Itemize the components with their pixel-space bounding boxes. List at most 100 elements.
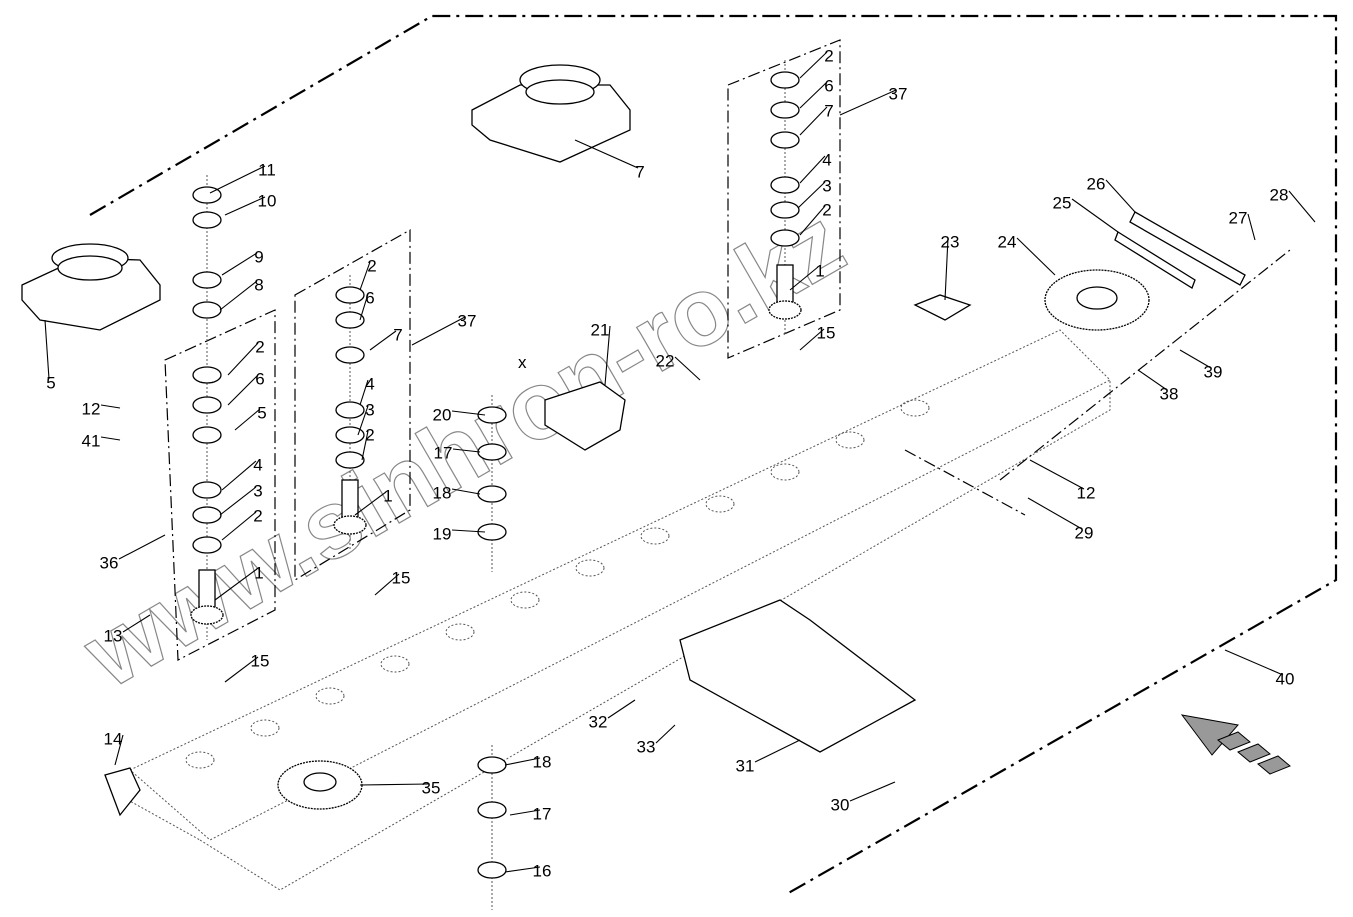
callout-25: 25: [1053, 193, 1072, 212]
callout-3: 3: [822, 176, 831, 195]
callout-39: 39: [1204, 362, 1223, 381]
callout-33: 33: [637, 737, 656, 756]
leader-line: [504, 866, 541, 873]
subassembly-37-left-boundary: [294, 228, 411, 582]
callout-5: 5: [46, 373, 55, 392]
callout-16: 16: [533, 861, 552, 880]
bearing-ring: [335, 401, 365, 419]
bearing-ring: [477, 406, 507, 424]
callout-1: 1: [815, 261, 824, 280]
subassembly-36-boundary: [164, 309, 276, 661]
leader-line: [754, 739, 801, 763]
leader-line: [674, 356, 701, 381]
leader-line: [574, 139, 639, 169]
callout-27: 27: [1229, 208, 1248, 227]
callout-4: 4: [253, 455, 262, 474]
leader-line: [799, 205, 826, 236]
callout-38: 38: [1160, 384, 1179, 403]
leader-line: [509, 809, 541, 816]
bearing-ring: [770, 131, 800, 149]
dimension-x: x: [518, 353, 527, 372]
leader-line: [789, 266, 819, 291]
callout-11: 11: [258, 160, 276, 179]
leader-line: [227, 374, 259, 406]
leader-line: [1247, 213, 1256, 241]
gear-35: [277, 760, 363, 810]
leader-line: [354, 491, 387, 516]
leader-line: [122, 614, 151, 633]
callout-3: 3: [365, 400, 374, 419]
bearing-ring: [192, 211, 222, 229]
callout-6: 6: [824, 76, 833, 95]
leader-line: [359, 261, 371, 291]
shaft: [198, 569, 216, 611]
leader-line: [797, 181, 826, 209]
bearing-ring: [192, 426, 222, 444]
mounting-hole: [445, 623, 475, 641]
leader-line: [359, 379, 369, 406]
bearing-ring: [477, 756, 507, 774]
pinion-gear: [768, 300, 802, 320]
mounting-hole: [835, 431, 865, 449]
leader-line: [504, 757, 541, 766]
gear-24: [1044, 269, 1150, 331]
callout-37: 37: [458, 311, 477, 330]
callout-28: 28: [1270, 185, 1289, 204]
leader-line: [799, 81, 828, 109]
leader-line: [234, 408, 261, 431]
leader-line: [221, 252, 258, 276]
callout-2: 2: [255, 337, 264, 356]
leader-line: [799, 328, 825, 351]
mounting-hole: [510, 591, 540, 609]
bearing-ring: [192, 366, 222, 384]
callout-10: 10: [258, 191, 277, 210]
leader-line: [219, 486, 257, 516]
bearing-ring: [192, 301, 222, 319]
bearing-ring: [335, 286, 365, 304]
leader-line: [839, 89, 897, 116]
callout-2: 2: [253, 506, 262, 525]
leader-line: [1071, 198, 1119, 233]
bearing-ring: [477, 485, 507, 503]
callout-15: 15: [817, 323, 836, 342]
leader-line: [451, 410, 486, 416]
bearing-ring: [477, 801, 507, 819]
leader-line: [1224, 649, 1284, 676]
bearing-housing-7: [471, 64, 631, 163]
callout-18: 18: [533, 752, 552, 771]
leader-line: [1029, 459, 1085, 490]
leader-line: [799, 155, 826, 184]
callout-15: 15: [251, 651, 270, 670]
direction-arrow-icon: [1180, 714, 1291, 775]
mounting-hole: [380, 655, 410, 673]
assembly-boundary: [89, 14, 1338, 896]
leader-line: [359, 293, 369, 321]
guide-strip-25: [1114, 231, 1196, 289]
leader-line: [209, 165, 266, 194]
bearing-ring: [335, 426, 365, 444]
leader-line: [221, 511, 257, 541]
leader-line: [359, 783, 430, 786]
callout-41: 41: [82, 431, 101, 450]
pinion-gear: [190, 605, 224, 625]
callout-8: 8: [254, 275, 263, 294]
callout-4: 4: [822, 150, 831, 169]
leader-line: [374, 573, 400, 596]
callout-15: 15: [392, 568, 411, 587]
subassembly-37-right-boundary: [727, 39, 841, 359]
leader-line: [452, 448, 481, 453]
bearing-ring: [335, 311, 365, 329]
bearing-ring: [192, 271, 222, 289]
callout-17: 17: [434, 443, 453, 462]
callout-26: 26: [1087, 174, 1106, 193]
callout-7: 7: [393, 325, 402, 344]
callout-7: 7: [824, 101, 833, 120]
bearing-ring: [770, 101, 800, 119]
gear-guide-line: [904, 249, 1291, 516]
callout-2: 2: [822, 200, 831, 219]
bearing-ring: [770, 201, 800, 219]
mounting-hole: [640, 527, 670, 545]
mounting-hole: [900, 399, 930, 417]
bearing-ring: [335, 451, 365, 469]
